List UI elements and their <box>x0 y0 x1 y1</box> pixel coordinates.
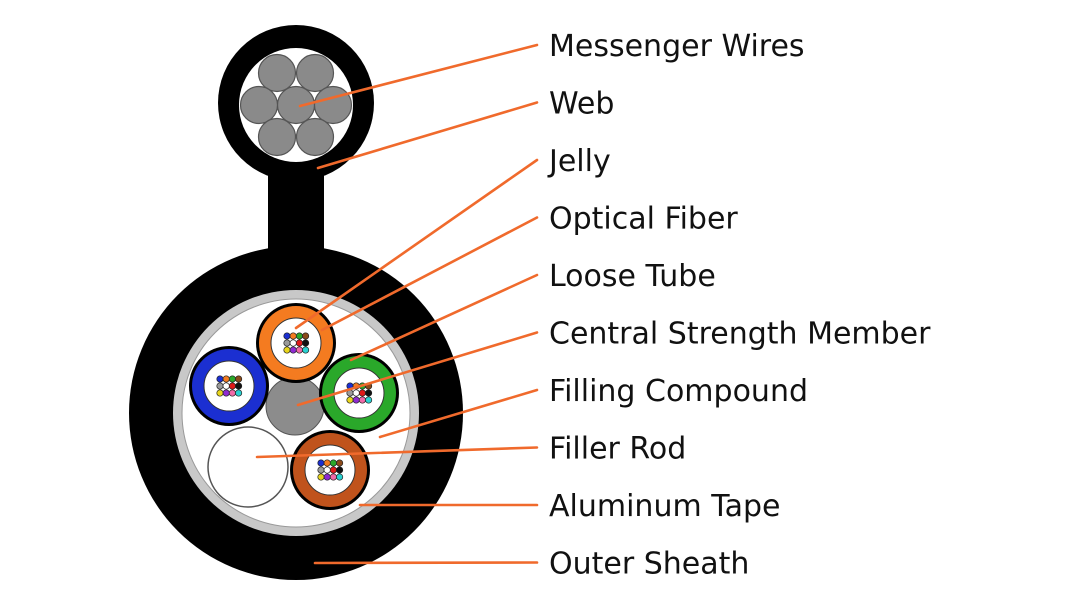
optical-fiber <box>317 466 325 474</box>
optical-fiber <box>336 473 344 481</box>
leader-lines <box>255 43 539 565</box>
optical-fiber <box>295 346 303 354</box>
label-outer-sheath: Outer Sheath <box>549 547 749 582</box>
optical-fiber <box>228 382 236 390</box>
optical-fiber <box>358 396 366 404</box>
loose-tubes <box>189 303 399 510</box>
optical-fiber <box>222 375 230 383</box>
central-strength-member <box>265 376 325 436</box>
optical-fiber <box>317 473 325 481</box>
label-filler-rod: Filler Rod <box>549 432 686 467</box>
optical-fiber <box>336 466 344 474</box>
optical-fiber <box>216 375 224 383</box>
label-optical-fiber: Optical Fiber <box>549 202 738 237</box>
messenger-wire-strand <box>313 85 353 125</box>
optical-fiber <box>323 459 331 467</box>
leader-line-central-strength-member <box>296 331 539 407</box>
leader-line-messenger-wires <box>298 43 539 108</box>
optical-fiber <box>323 466 331 474</box>
cable-body <box>129 25 463 580</box>
optical-fiber <box>365 396 373 404</box>
label-central-strength-member: Central Strength Member <box>549 317 931 352</box>
optical-fiber <box>352 396 360 404</box>
loose-tube-top <box>256 303 336 383</box>
loose-tube-left <box>189 346 269 426</box>
optical-fiber <box>222 389 230 397</box>
optical-fiber <box>228 375 236 383</box>
label-loose-tube: Loose Tube <box>549 259 716 294</box>
loose-tube-bottom <box>290 430 370 510</box>
optical-fiber <box>289 332 297 340</box>
leader-line-loose-tube <box>349 273 539 362</box>
optical-fiber <box>216 389 224 397</box>
optical-fiber <box>295 332 303 340</box>
leader-line-jelly <box>294 158 539 330</box>
leader-line-outer-sheath <box>313 561 539 565</box>
messenger-wires <box>239 53 353 157</box>
optical-fiber <box>323 473 331 481</box>
loose-tube-right <box>319 353 399 433</box>
leader-line-optical-fiber <box>320 216 539 332</box>
optical-fiber <box>216 382 224 390</box>
optical-fiber <box>289 339 297 347</box>
messenger-wire-strand <box>295 117 335 157</box>
leader-line-web <box>316 101 539 170</box>
messenger-wire-strand <box>239 85 279 125</box>
optical-fiber <box>302 346 310 354</box>
label-aluminum-tape: Aluminum Tape <box>549 489 780 524</box>
messenger-wire-strand <box>295 53 335 93</box>
optical-fiber <box>317 459 325 467</box>
optical-fiber <box>329 473 337 481</box>
optical-fiber <box>235 382 243 390</box>
optical-fiber <box>295 339 303 347</box>
label-messenger-wires: Messenger Wires <box>549 29 805 64</box>
label-jelly: Jelly <box>547 144 611 179</box>
optical-fiber <box>346 396 354 404</box>
optical-fiber <box>235 375 243 383</box>
leader-line-filler-rod <box>255 446 539 459</box>
optical-fiber <box>329 459 337 467</box>
optical-fiber <box>228 389 236 397</box>
optical-fiber <box>352 389 360 397</box>
optical-fiber <box>235 389 243 397</box>
optical-fiber <box>336 459 344 467</box>
label-filling-compound: Filling Compound <box>549 374 808 409</box>
messenger-wire-strand <box>257 53 297 93</box>
optical-fiber <box>365 389 373 397</box>
optical-fiber <box>358 389 366 397</box>
optical-fiber <box>329 466 337 474</box>
optical-fiber <box>302 332 310 340</box>
optical-fiber <box>283 346 291 354</box>
optical-fiber <box>289 346 297 354</box>
optical-fiber <box>302 339 310 347</box>
optical-fiber <box>283 339 291 347</box>
optical-fiber <box>283 332 291 340</box>
messenger-wire-strand <box>257 117 297 157</box>
optical-fiber <box>222 382 230 390</box>
leader-line-filling-compound <box>378 388 539 439</box>
filler-rod <box>207 426 289 508</box>
label-web: Web <box>549 87 614 122</box>
